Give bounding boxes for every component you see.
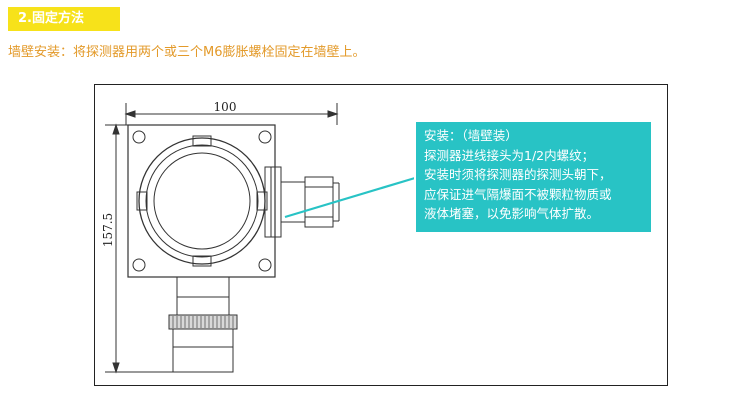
cable-entry-sleeve bbox=[280, 181, 306, 223]
sensor-head bbox=[172, 328, 234, 373]
arrow-left-icon bbox=[124, 110, 136, 118]
mounting-plate bbox=[127, 124, 276, 278]
mounting-hole bbox=[258, 130, 272, 144]
housing-lug-left bbox=[136, 191, 148, 211]
mounting-hole bbox=[132, 130, 146, 144]
cable-gland bbox=[304, 176, 334, 228]
housing-window bbox=[153, 152, 251, 250]
note-line: 液体堵塞，以免影响气体扩散。 bbox=[424, 206, 600, 221]
arrow-down-icon bbox=[112, 362, 120, 374]
note-title: 安装：（墙壁装） bbox=[424, 128, 518, 143]
housing-lug-bottom bbox=[192, 255, 212, 267]
detector-drawing: 100 157.5 bbox=[101, 100, 416, 374]
arrow-right-icon bbox=[327, 110, 339, 118]
sensor-knurled-ring bbox=[168, 314, 238, 330]
note-line: 应保证进气隔爆面不被颗粒物质或 bbox=[424, 186, 612, 202]
housing-lug-right bbox=[256, 191, 268, 211]
mounting-hole bbox=[258, 258, 272, 272]
note-line: 探测器进线接头为1/2内螺纹； bbox=[424, 147, 595, 163]
arrow-up-icon bbox=[112, 123, 120, 135]
height-dimension-label: 157.5 bbox=[101, 213, 115, 247]
width-dimension-label: 100 bbox=[214, 100, 237, 114]
section-heading: 2.固定方法 bbox=[8, 7, 120, 31]
sensor-neck bbox=[176, 276, 230, 316]
housing-middle-ring bbox=[145, 144, 259, 258]
housing-lug-top bbox=[192, 135, 212, 147]
callout-leader-line bbox=[284, 176, 416, 219]
mounting-hole bbox=[132, 258, 146, 272]
installation-note: 安装：（墙壁装） 探测器进线接头为1/2内螺纹； 安装时须将探测器的探测头朝下，… bbox=[414, 122, 651, 232]
mounting-instruction: 墙壁安装：将探测器用两个或三个M6膨胀螺栓固定在墙壁上。 bbox=[8, 45, 366, 60]
housing-outer-ring bbox=[138, 137, 266, 265]
note-line: 安装时须将探测器的探测头朝下， bbox=[424, 167, 612, 182]
